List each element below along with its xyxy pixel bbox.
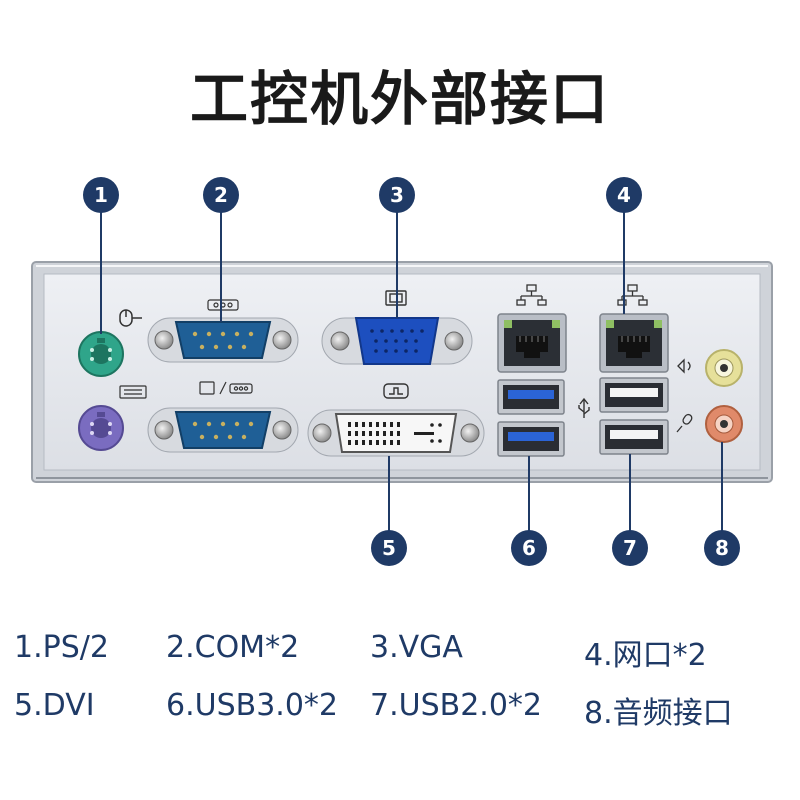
serial-icon	[207, 299, 239, 311]
usb3-port-2	[497, 421, 565, 457]
legend-com: 2.COM*2	[166, 630, 300, 665]
keyboard-icon	[119, 385, 147, 399]
dvi-port	[307, 409, 485, 457]
serial-icon	[199, 381, 253, 395]
network-icon	[617, 284, 648, 306]
usb-icon	[578, 397, 590, 418]
rj45-port-2	[599, 313, 669, 373]
network-icon	[516, 284, 547, 306]
marker-6: 6	[511, 530, 547, 566]
usb3-port-1	[497, 379, 565, 415]
svg-text:1: 1	[94, 183, 108, 207]
page-title: 工控机外部接口	[189, 65, 610, 133]
svg-text:8: 8	[715, 536, 729, 560]
legend-dvi: 5.DVI	[14, 688, 95, 723]
ps2-mouse-port	[78, 331, 124, 377]
legend-audio: 8.音频接口	[584, 696, 733, 731]
marker-7: 7	[612, 530, 648, 566]
legend-usb3: 6.USB3.0*2	[166, 688, 339, 723]
usb2-port-2	[599, 419, 669, 455]
svg-text:3: 3	[390, 183, 404, 207]
microphone-icon	[676, 413, 693, 433]
ps2-keyboard-port	[78, 405, 124, 451]
legend-vga: 3.VGA	[370, 630, 463, 665]
vga-port	[321, 317, 473, 365]
marker-4: 4	[606, 177, 642, 213]
legend-usb2: 7.USB2.0*2	[370, 688, 543, 723]
line-out-icon	[677, 358, 691, 374]
usb2-port-1	[599, 377, 669, 413]
svg-text:4: 4	[617, 183, 631, 207]
dvi-icon	[383, 383, 409, 399]
marker-5: 5	[371, 530, 407, 566]
legend-network: 4.网口*2	[584, 638, 707, 673]
svg-text:2: 2	[214, 183, 228, 207]
marker-8: 8	[704, 530, 740, 566]
marker-2: 2	[203, 177, 239, 213]
svg-text:7: 7	[623, 536, 637, 560]
marker-1: 1	[83, 177, 119, 213]
com-port-1	[147, 317, 299, 363]
svg-text:6: 6	[522, 536, 536, 560]
svg-text:5: 5	[382, 536, 396, 560]
marker-3: 3	[379, 177, 415, 213]
legend-ps2: 1.PS/2	[14, 630, 109, 665]
rj45-port-1	[497, 313, 567, 373]
audio-mic-jack	[705, 405, 743, 443]
audio-line-jack	[705, 349, 743, 387]
com-port-2	[147, 407, 299, 453]
mouse-icon	[119, 309, 142, 327]
